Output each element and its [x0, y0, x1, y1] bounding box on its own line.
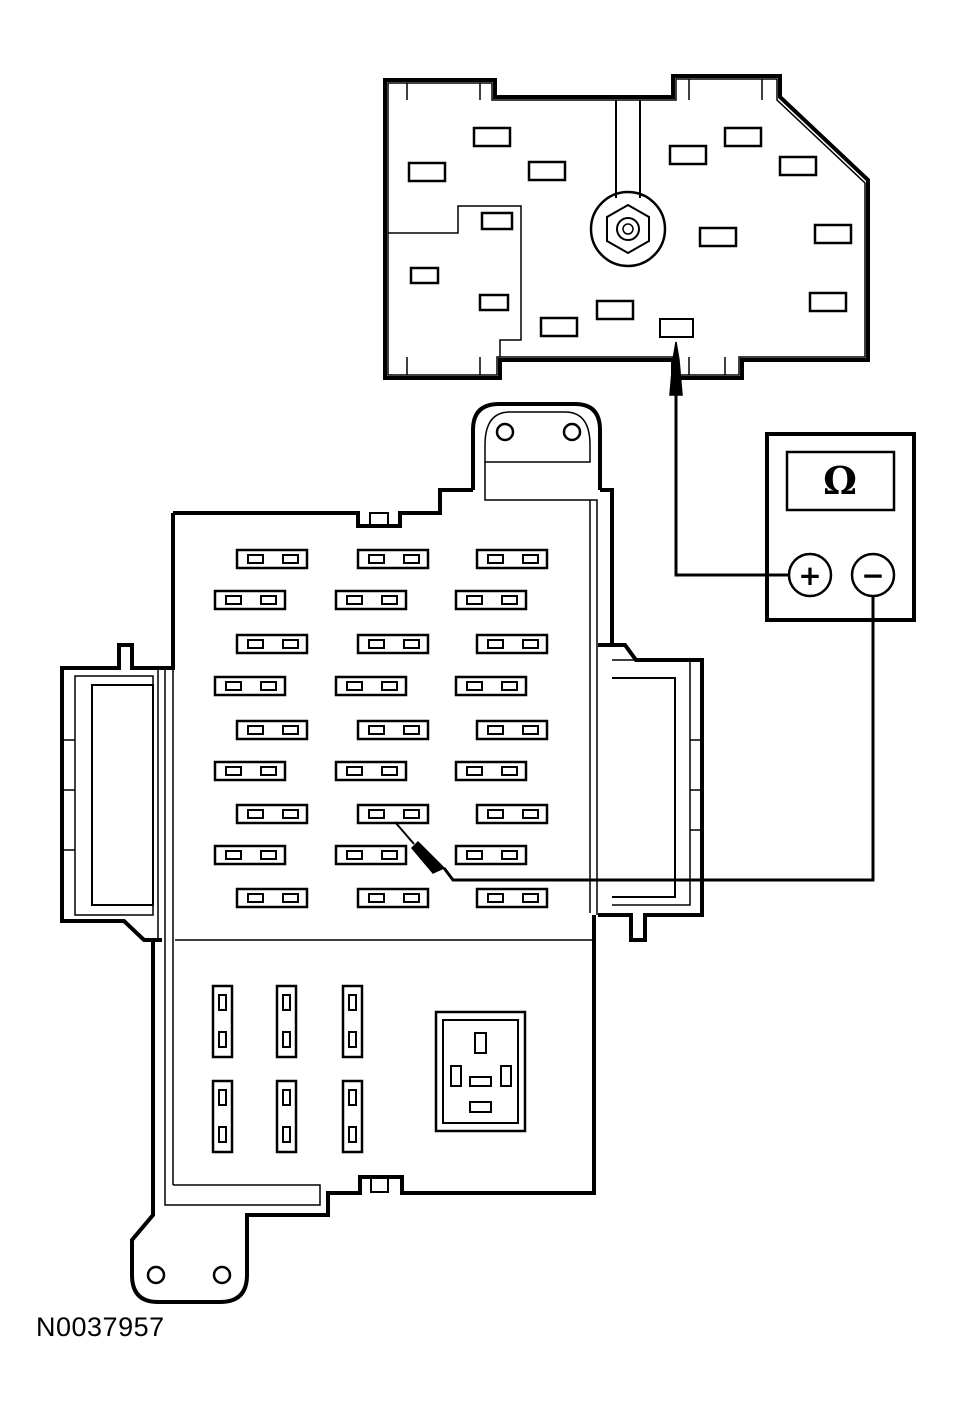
mini-fuse: [334, 760, 408, 782]
ohmmeter: Ω + −: [765, 432, 916, 622]
relay-socket: [434, 1010, 527, 1133]
positive-symbol: +: [798, 559, 821, 592]
mini-fuse: [235, 803, 309, 825]
ohm-symbol: Ω: [823, 458, 857, 503]
mini-fuse: [235, 719, 309, 741]
maxi-fuse: [341, 984, 364, 1059]
maxi-fuse: [275, 984, 298, 1059]
mini-fuse: [475, 803, 549, 825]
maxi-fuse-group: [211, 984, 364, 1154]
maxi-fuse: [275, 1079, 298, 1154]
junction-box: [60, 402, 704, 1304]
mini-fuse: [454, 589, 528, 611]
mini-fuse: [213, 675, 287, 697]
mini-fuse: [334, 675, 408, 697]
center-nut-icon: [589, 190, 667, 268]
maxi-fuse: [211, 984, 234, 1059]
mini-fuse: [356, 633, 430, 655]
mini-fuse: [213, 760, 287, 782]
mini-fuse: [356, 803, 430, 825]
positive-test-lead: [669, 341, 789, 577]
board-contact-pads: [407, 126, 853, 338]
mini-fuse-grid: [213, 548, 549, 909]
negative-test-lead: [394, 596, 875, 882]
mini-fuse: [475, 887, 549, 909]
mini-fuse: [334, 844, 408, 866]
negative-symbol: −: [861, 559, 884, 592]
mini-fuse: [334, 589, 408, 611]
mini-fuse: [213, 844, 287, 866]
mini-fuse: [235, 548, 309, 570]
mini-fuse: [356, 887, 430, 909]
mini-fuse: [454, 760, 528, 782]
mini-fuse: [454, 675, 528, 697]
figure-id: N0037957: [36, 1312, 165, 1342]
maxi-fuse: [211, 1079, 234, 1154]
mini-fuse: [475, 719, 549, 741]
switch-connector-board: [383, 74, 870, 380]
mini-fuse: [454, 844, 528, 866]
mini-fuse: [356, 719, 430, 741]
maxi-fuse: [341, 1079, 364, 1154]
mini-fuse: [356, 548, 430, 570]
meter-display: [785, 450, 896, 512]
mini-fuse: [235, 633, 309, 655]
mini-fuse: [475, 548, 549, 570]
mini-fuse: [235, 887, 309, 909]
mini-fuse: [475, 633, 549, 655]
mini-fuse: [213, 589, 287, 611]
